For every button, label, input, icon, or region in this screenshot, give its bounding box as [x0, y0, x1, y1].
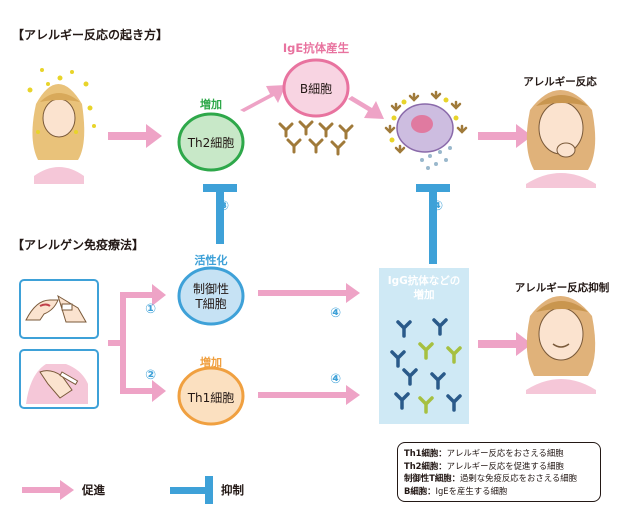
arrow-th2-to-b [240, 85, 286, 112]
sublingual-illustration [19, 279, 99, 339]
arrow-b-to-mast [348, 96, 384, 119]
th2-increase-label: 増加 [200, 98, 222, 111]
th2-cell-label: Th2細胞 [187, 136, 235, 150]
igg-panel-text: IgG抗体などの 増加 [379, 274, 469, 302]
arrow-girl-to-th2 [108, 124, 162, 148]
girl-pollen-illustration [27, 68, 96, 184]
definition-row: 制御性T細胞：過剰な免疫反応をおさえる細胞 [404, 472, 594, 485]
definition-term: 制御性T細胞： [404, 473, 460, 483]
ige-production-label: IgE抗体産生 [282, 41, 350, 55]
mast-cell-illustration [384, 90, 468, 170]
definition-term: Th2細胞： [404, 460, 447, 471]
legend-promote-arrow [22, 480, 74, 500]
reaction-heading: 【アレルギー反応の起き方】 [12, 28, 169, 42]
injection-illustration [19, 349, 99, 409]
th2-cell-shape [177, 112, 245, 172]
legend-suppress-stem [170, 487, 208, 494]
th1-cell-shape [177, 366, 245, 426]
number-4-th1: ④ [330, 372, 342, 387]
number-1: ① [145, 302, 157, 317]
arrow-igg-to-suppression [478, 332, 532, 356]
number-3: ③ [218, 199, 230, 214]
th1-increase-label: 増加 [200, 356, 222, 369]
definitions-box: Th1細胞：アレルギー反応をおさえる細胞 Th2細胞：アレルギー反応を促進する細… [397, 442, 601, 502]
definition-desc: アレルギー反応をおさえる細胞 [446, 448, 564, 458]
suppress-bar-3-stem [216, 184, 224, 244]
igg-line2: 増加 [413, 289, 435, 301]
arrow-th1-to-igg [258, 385, 360, 405]
arrow-mast-to-reaction [478, 124, 532, 148]
legend-suppress-label: 抑制 [221, 483, 244, 497]
definition-term: Th1細胞： [404, 448, 447, 458]
b-cell-label: B細胞 [299, 82, 333, 96]
definition-row: Th2細胞：アレルギー反応を促進する細胞 [404, 460, 594, 473]
number-2: ② [145, 368, 157, 383]
promote-arrows [22, 85, 532, 500]
arrow-therapy-split [108, 284, 166, 402]
legend-promote-label: 促進 [82, 483, 105, 497]
definition-desc: 過剰な免疫反応をおさえる細胞 [459, 473, 577, 483]
therapy-heading: 【アレルゲン免疫療法】 [12, 238, 145, 252]
number-4-top: ④ [432, 199, 444, 214]
b-cell-shape [282, 58, 350, 118]
suppression-label: アレルギー反応抑制 [514, 282, 610, 294]
ige-antibodies [278, 120, 354, 156]
definition-row: Th1細胞：アレルギー反応をおさえる細胞 [404, 447, 594, 460]
definition-row: B細胞：IgEを産生する細胞 [404, 485, 594, 498]
reaction-label: アレルギー反応 [523, 76, 597, 88]
treg-cell-label: 制御性 T細胞 [179, 282, 243, 312]
th1-cell-label: Th1細胞 [187, 391, 235, 405]
legend-suppress-top [205, 476, 213, 504]
number-4-treg: ④ [330, 306, 342, 321]
treg-cell-shape [177, 266, 245, 326]
treg-line1: 制御性 [192, 282, 229, 296]
definition-desc: IgEを産生する細胞 [435, 485, 508, 496]
definition-desc: アレルギー反応を促進する細胞 [446, 460, 564, 471]
igg-line1: IgG抗体などの [387, 275, 461, 287]
allergic-woman-illustration [526, 90, 596, 188]
activation-label: 活性化 [194, 254, 228, 267]
suppress-bar-4-stem [429, 184, 437, 264]
suppress-bars [170, 184, 450, 504]
arrow-treg-to-igg [258, 283, 360, 303]
definition-term: B細胞： [404, 485, 436, 496]
treg-line2: T細胞 [195, 297, 227, 311]
